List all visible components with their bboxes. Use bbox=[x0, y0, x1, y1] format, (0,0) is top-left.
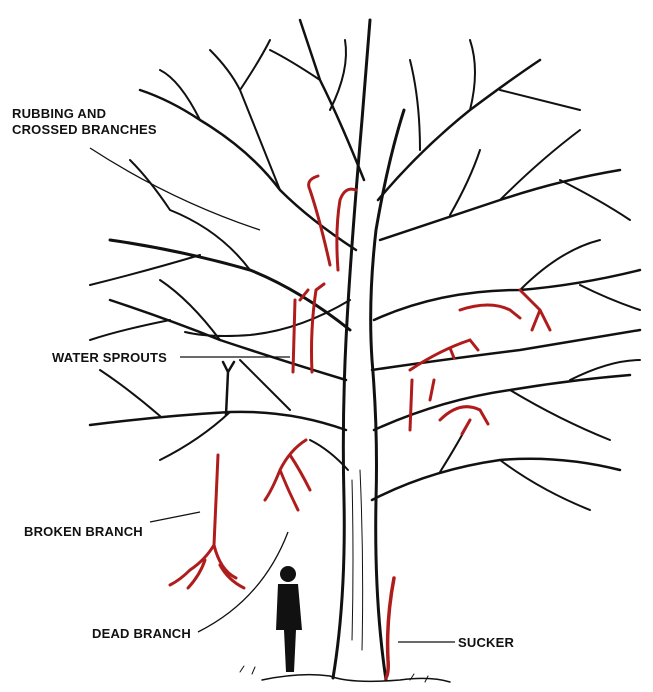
ground bbox=[240, 666, 450, 682]
problem-branches bbox=[170, 176, 550, 678]
label-leaders bbox=[90, 148, 455, 642]
water-sprout-red bbox=[293, 284, 324, 372]
label-water-sprouts: WATER SPROUTS bbox=[52, 350, 167, 365]
sucker-red bbox=[386, 578, 394, 678]
label-rubbing-line1: RUBBING AND bbox=[12, 106, 106, 121]
person-silhouette bbox=[276, 566, 302, 672]
broken-branch-leader bbox=[150, 512, 200, 522]
label-rubbing-line2: CROSSED BRANCHES bbox=[12, 122, 157, 137]
rubbing-leader bbox=[90, 148, 260, 230]
label-broken-branch: BROKEN BRANCH bbox=[24, 524, 143, 539]
label-dead-branch: DEAD BRANCH bbox=[92, 626, 191, 641]
broken-branch-red bbox=[170, 455, 244, 588]
crossed-branch-red bbox=[309, 176, 356, 270]
dead-branch-red bbox=[265, 440, 310, 510]
label-sucker: SUCKER bbox=[458, 635, 515, 650]
